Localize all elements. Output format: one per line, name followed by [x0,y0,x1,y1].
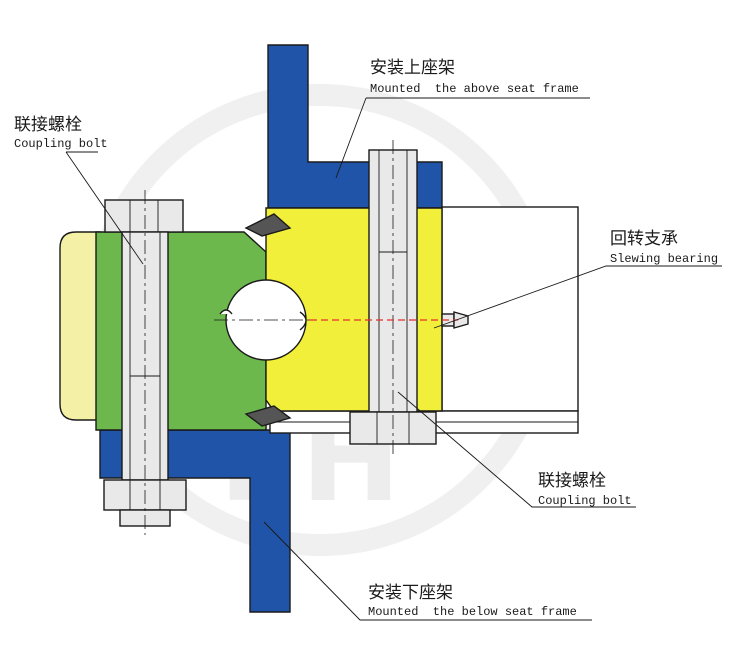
label-slewing-bearing-en: Slewing bearing [610,252,718,266]
label-coupling-bolt-right: 联接螺栓 Coupling bolt [538,471,632,508]
label-coupling-bolt-left: 联接螺栓 Coupling bolt [14,115,108,151]
label-coupling-bolt-left-cn: 联接螺栓 [14,115,82,135]
label-upper-frame-cn: 安装上座架 [370,58,455,78]
leader-lines [65,97,722,621]
left-coupling-bolt [103,199,187,527]
centerlines [144,140,458,535]
label-lower-frame-en: Mounted the below seat frame [368,605,577,619]
upper-seal [244,213,292,237]
lower-seal [244,405,292,427]
label-coupling-bolt-right-en: Coupling bolt [538,494,632,508]
label-slewing-bearing: 回转支承 Slewing bearing [610,229,718,266]
label-coupling-bolt-right-cn: 联接螺栓 [538,471,606,491]
label-slewing-bearing-cn: 回转支承 [610,229,678,249]
label-upper-frame: 安装上座架 Mounted the above seat frame [370,58,579,96]
end-cap [59,231,101,421]
label-lower-frame-cn: 安装下座架 [368,583,453,603]
label-coupling-bolt-left-en: Coupling bolt [14,137,108,151]
label-upper-frame-en: Mounted the above seat frame [370,82,579,96]
label-lower-frame: 安装下座架 Mounted the below seat frame [368,583,577,619]
